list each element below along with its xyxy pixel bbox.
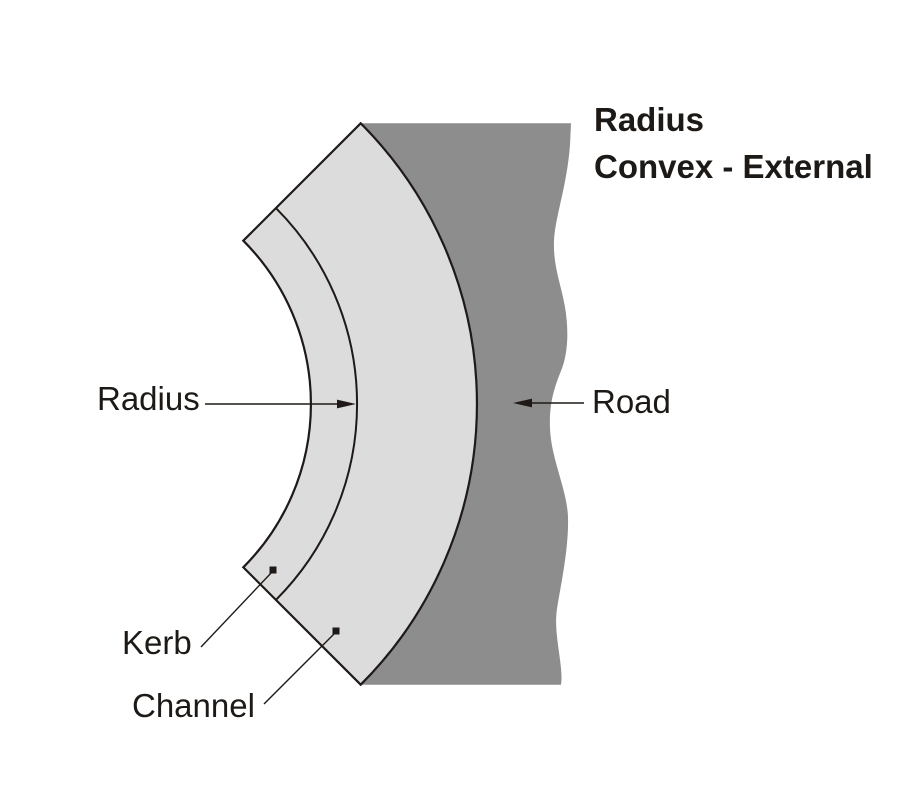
kerb-leader-line: [200, 566, 277, 648]
channel-leader-line: [263, 627, 340, 705]
radius-arrow: [205, 399, 356, 409]
kerb-channel-band: [241, 121, 479, 687]
channel-marker-dot: [332, 627, 340, 635]
road-arrow: [513, 398, 584, 408]
road-surface: [360, 123, 571, 685]
diagram-title: Radius Convex - External: [594, 101, 873, 185]
channel-label: Channel: [132, 687, 255, 724]
diagram-title-line1: Radius: [594, 101, 704, 138]
kerb-channel-divider-line: [275, 207, 359, 601]
radius-label: Radius: [97, 380, 200, 417]
kerb-label: Kerb: [122, 624, 192, 661]
road-label: Road: [592, 383, 671, 420]
kerb-marker-dot: [269, 566, 277, 574]
diagram-title-line2: Convex - External: [594, 148, 873, 185]
